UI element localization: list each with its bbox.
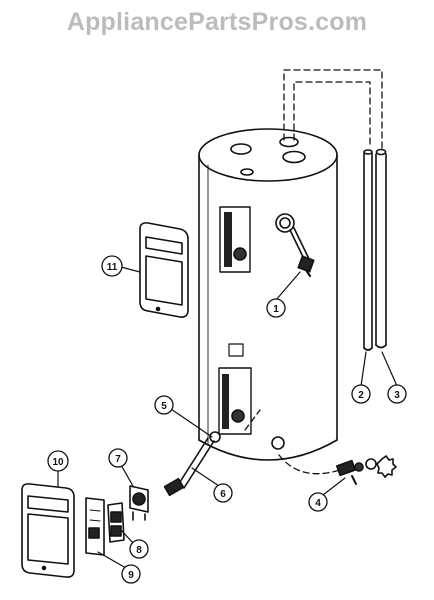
svg-text:11: 11 bbox=[107, 262, 118, 273]
part-6-heating-element bbox=[163, 431, 221, 497]
part-4-drain-valve bbox=[335, 455, 397, 485]
callout-4: 4 bbox=[308, 492, 328, 512]
watermark-text: AppliancePartsPros.com bbox=[66, 8, 368, 36]
part-9-insulation bbox=[85, 497, 105, 556]
relief-valve-fitting bbox=[240, 168, 254, 176]
lower-access-opening bbox=[218, 367, 252, 435]
leader-lines bbox=[57, 266, 398, 569]
callout-10: 10 bbox=[47, 450, 69, 472]
svg-text:3: 3 bbox=[394, 390, 400, 401]
water-heater-tank bbox=[198, 128, 338, 461]
part-7-thermostat bbox=[129, 485, 149, 521]
relief-valve-port bbox=[275, 213, 295, 233]
svg-text:2: 2 bbox=[358, 390, 364, 401]
callout-8: 8 bbox=[129, 539, 149, 559]
callout-5: 5 bbox=[154, 395, 174, 415]
callout-3: 3 bbox=[387, 384, 407, 404]
callout-11: 11 bbox=[101, 255, 123, 277]
part-8-limit-control bbox=[107, 502, 125, 543]
svg-text:9: 9 bbox=[128, 570, 134, 581]
svg-text:7: 7 bbox=[115, 454, 121, 465]
rating-plate bbox=[228, 343, 244, 357]
inlet-fitting bbox=[230, 143, 252, 155]
part-3-anode-rod bbox=[375, 148, 387, 349]
callout-1: 1 bbox=[266, 298, 286, 318]
part-11-upper-cover bbox=[139, 222, 189, 318]
svg-text:4: 4 bbox=[315, 498, 321, 509]
anode-fitting bbox=[282, 150, 306, 164]
callout-9: 9 bbox=[121, 564, 141, 584]
part-2-dip-tube bbox=[363, 149, 373, 351]
callout-2: 2 bbox=[351, 384, 371, 404]
svg-text:6: 6 bbox=[220, 489, 226, 500]
svg-text:1: 1 bbox=[273, 304, 279, 315]
drain-fitting bbox=[271, 436, 285, 450]
callout-6: 6 bbox=[213, 483, 233, 503]
part-1-thermostat-knob bbox=[289, 227, 315, 278]
callout-7: 7 bbox=[108, 448, 128, 468]
svg-text:10: 10 bbox=[52, 457, 64, 468]
svg-text:5: 5 bbox=[161, 401, 167, 412]
dashed-connection-lines bbox=[244, 69, 383, 475]
upper-access-opening bbox=[219, 206, 251, 273]
svg-text:8: 8 bbox=[136, 545, 142, 556]
part-10-lower-cover bbox=[21, 483, 75, 578]
outlet-fitting bbox=[279, 136, 299, 148]
